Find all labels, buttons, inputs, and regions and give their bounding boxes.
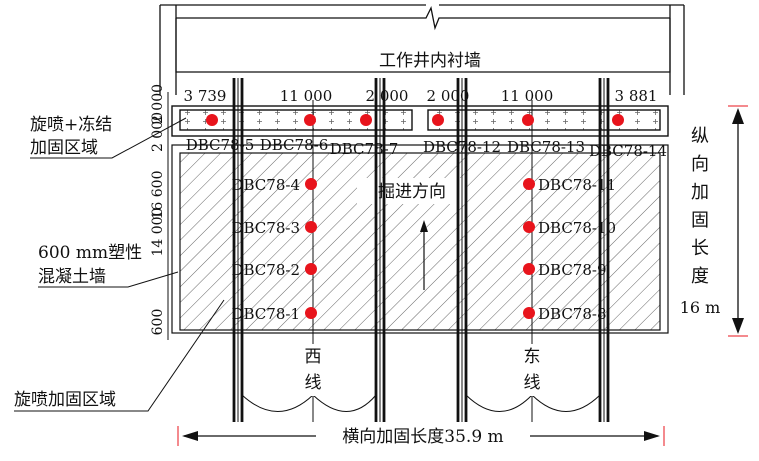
monitoring-point-label: DBC78-3 <box>231 219 300 237</box>
longitudinal-char: 固 <box>691 210 709 231</box>
jet-freeze-leader <box>30 117 187 159</box>
excavation-direction: 掘进方向 <box>378 182 446 290</box>
top-dim: 3 739 <box>184 87 227 105</box>
monitoring-point-label: DBC78-13 <box>507 138 585 156</box>
top-dim: 11 000 <box>501 87 554 105</box>
monitoring-point-label: DBC78-6 <box>260 136 329 154</box>
left-dim: 14 000 <box>150 208 166 257</box>
jet-grout-label: 旋喷加固区域 <box>14 390 116 410</box>
inner-wall-label: 工作井内衬墙 <box>379 51 481 71</box>
excavation-direction-label: 掘进方向 <box>378 182 446 202</box>
monitoring-point-label: DBC78-14 <box>589 142 667 160</box>
east-line-label-2: 线 <box>524 373 541 393</box>
top-dim: 11 000 <box>280 87 333 105</box>
monitoring-point-dot <box>305 178 317 190</box>
monitoring-point-dot <box>360 114 372 126</box>
monitoring-point-dot <box>305 221 317 233</box>
monitoring-point-dot <box>523 307 535 319</box>
monitoring-point-label: DBC78-12 <box>423 138 501 156</box>
left-dim: 2 000 <box>150 84 166 124</box>
longitudinal-char: 加 <box>691 182 709 203</box>
monitoring-point-dot <box>304 114 316 126</box>
monitoring-point-label: DBC78-5 <box>186 136 255 154</box>
monitoring-point-dot <box>305 307 317 319</box>
plastic-wall-leader <box>38 271 179 288</box>
monitoring-point-dot <box>305 263 317 275</box>
plastic-concrete-wall <box>171 144 669 334</box>
longitudinal-char: 度 <box>691 266 709 287</box>
working-shaft-outline: 工作井内衬墙 <box>159 4 685 95</box>
monitoring-point-label: DBC78-11 <box>538 176 616 194</box>
left-dim: 2 000 <box>150 112 166 152</box>
monitoring-point-dot <box>206 114 218 126</box>
left-dimensions: 2 000 2 000 16 600 14 000 600 <box>150 84 169 340</box>
excavation-arrow-head <box>420 220 428 232</box>
longitudinal-dimension: 纵 向 加 固 长 度 16 m <box>680 105 748 337</box>
monitoring-point-label: DBC78-2 <box>231 261 300 279</box>
east-line-label-1: 东 <box>524 347 541 367</box>
monitoring-point-dot <box>523 221 535 233</box>
monitoring-point-label: DBC78-10 <box>538 219 616 237</box>
left-annotations: 旋喷+冻结 加固区域 600 mm塑性 混凝土墙 旋喷加固区域 <box>14 115 225 412</box>
west-line-label-1: 西 <box>305 347 322 367</box>
monitoring-point-dot <box>523 263 535 275</box>
freeze-zone-east <box>427 109 661 131</box>
monitoring-point-label: DBC78-4 <box>231 176 300 194</box>
monitoring-point-dot <box>432 114 444 126</box>
longitudinal-char: 向 <box>691 154 709 175</box>
jet-freeze-label-1: 旋喷+冻结 <box>30 115 112 135</box>
tunnel-lines: 西 线 东 线 <box>232 78 610 422</box>
jet-freeze-label-2: 加固区域 <box>30 138 98 158</box>
monitoring-point-dot <box>522 114 534 126</box>
plastic-wall-label-2: 混凝土墙 <box>38 267 106 287</box>
transverse-length-label: 横向加固长度35.9 m <box>342 427 503 447</box>
top-dimensions: 3 739 11 000 2 000 2 000 11 000 3 881 <box>184 87 658 105</box>
left-dim: 16 600 <box>150 171 166 220</box>
jet-grout-leader <box>14 299 225 412</box>
monitoring-point-label: DBC78-7 <box>330 140 399 158</box>
left-dim: 600 <box>150 309 166 336</box>
longitudinal-char: 纵 <box>691 126 709 147</box>
monitoring-point-dot <box>612 114 624 126</box>
top-dim: 2 000 <box>366 87 409 105</box>
longitudinal-char: 长 <box>691 238 709 259</box>
monitoring-point-label: DBC78-1 <box>231 305 300 323</box>
top-dim: 3 881 <box>615 87 658 105</box>
west-line-label-2: 线 <box>305 373 322 393</box>
monitoring-point-label: DBC78-9 <box>538 261 607 279</box>
monitoring-point-label: DBC78-8 <box>538 305 607 323</box>
plastic-wall-label-1: 600 mm塑性 <box>38 243 142 263</box>
transverse-dimension: 横向加固长度35.9 m <box>177 426 665 447</box>
monitoring-point-dot <box>523 178 535 190</box>
longitudinal-value: 16 m <box>680 298 721 317</box>
top-dim: 2 000 <box>427 87 470 105</box>
